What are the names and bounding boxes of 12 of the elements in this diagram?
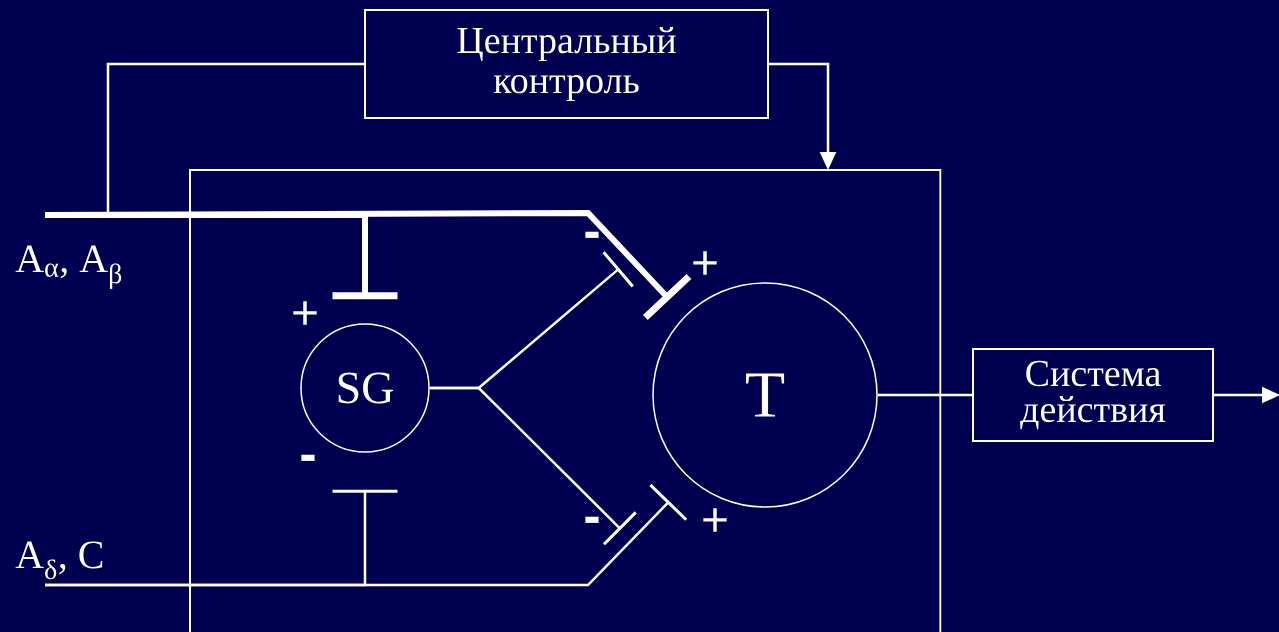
- input-label: A$_{α}$, A$_{β}$: [15, 245, 122, 290]
- sign-label: -: [585, 231, 599, 238]
- gate-box: [189, 169, 942, 632]
- sign-label: +: [703, 508, 727, 532]
- input-label: A$_{δ}$, C: [15, 541, 103, 580]
- sign-label: +: [693, 251, 717, 275]
- sign-label: -: [585, 516, 599, 523]
- sign-label: +: [293, 301, 317, 325]
- connector-line: [877, 393, 972, 397]
- control-box: Центральный контроль: [364, 9, 769, 119]
- circle-node: T: [652, 282, 878, 508]
- action-box: Система действия: [972, 348, 1214, 442]
